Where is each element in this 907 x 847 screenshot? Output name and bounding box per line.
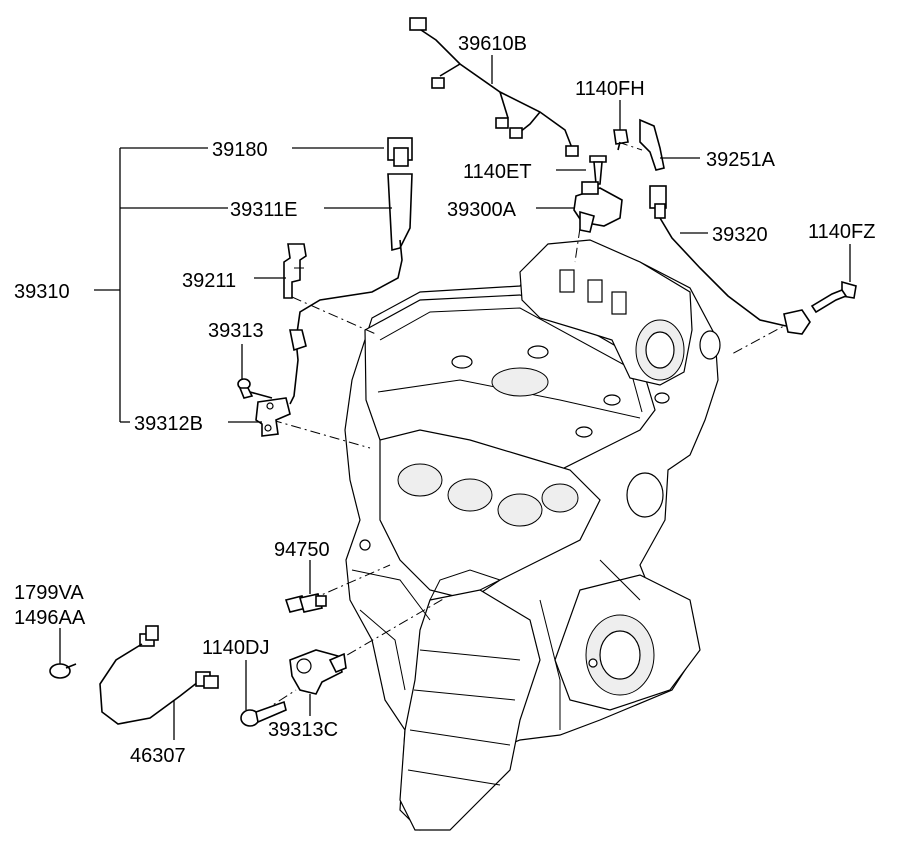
bolt-39313 (237, 378, 273, 399)
bolt-1140FH (613, 129, 629, 151)
label-1140DJ: 1140DJ (202, 637, 269, 659)
cam-sensor-39300A (573, 181, 623, 233)
label-39251A: 39251A (706, 149, 776, 171)
bolt-1140ET (589, 155, 607, 185)
label-39311E: 39311E (230, 199, 297, 221)
label-39300A: 39300A (447, 199, 517, 221)
crank-sensor-39313C (289, 649, 347, 695)
bracket-39211 (283, 243, 307, 299)
label-39211: 39211 (182, 270, 236, 292)
bolt-1140FZ (810, 280, 857, 314)
leader-lines (59, 55, 851, 740)
label-1140ET: 1140ET (463, 161, 532, 183)
bolt-1140DJ (240, 700, 287, 727)
oxygen-sensor-39320 (649, 185, 811, 335)
label-39313: 39313 (208, 320, 264, 342)
clip-1799VA-1496AA (49, 663, 77, 679)
engine-assembly-illustration (344, 239, 721, 831)
label-94750: 94750 (274, 539, 330, 561)
label-1140FZ: 1140FZ (808, 221, 875, 243)
wiring-harness-39610B (409, 17, 579, 157)
oil-pressure-switch-94750 (284, 593, 327, 613)
label-39320: 39320 (712, 224, 768, 246)
label-39610B: 39610B (458, 33, 527, 55)
label-46307: 46307 (130, 745, 186, 767)
label-1140FH: 1140FH (575, 78, 645, 100)
label-1799VA: 1799VA (14, 582, 84, 604)
label-1496AA: 1496AA (14, 607, 86, 629)
bracket-39251A (639, 118, 665, 171)
knock-sensor-harness-39311E (289, 137, 413, 405)
sensor-39312B (255, 397, 291, 437)
label-39312B: 39312B (134, 413, 203, 435)
label-39310: 39310 (14, 281, 70, 303)
label-39313C: 39313C (268, 719, 338, 741)
wire-harness-46307 (99, 625, 219, 725)
label-39180: 39180 (212, 139, 268, 161)
part-labels: 39610B 1140FH 39180 1140ET 39251A 39311E… (14, 33, 875, 767)
